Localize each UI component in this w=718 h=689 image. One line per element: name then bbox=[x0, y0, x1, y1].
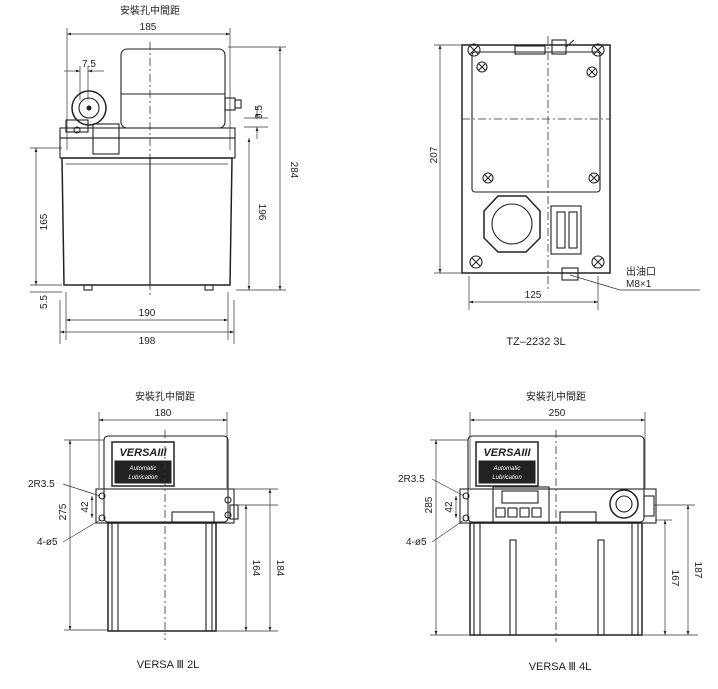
pump-top-view: 207 125 出油口 M8×1 TZ–2232 3L bbox=[429, 36, 700, 348]
dim-9-5: 9.5 bbox=[254, 105, 265, 119]
mounting-hole-spacing-label: 安裝孔中間距 bbox=[135, 390, 195, 403]
dim-190: 190 bbox=[139, 308, 156, 319]
top-cover bbox=[471, 51, 601, 193]
filler-cap bbox=[514, 45, 546, 55]
brand-label-plate bbox=[111, 441, 175, 487]
dim-42: 42 bbox=[80, 501, 91, 513]
dim-180: 180 bbox=[155, 408, 172, 419]
dim-5-5: 5.5 bbox=[39, 295, 50, 309]
oil-outlet-fitting bbox=[561, 267, 579, 281]
label-automatic: Automatic bbox=[493, 466, 521, 472]
oil-tank bbox=[61, 157, 233, 286]
lcd-display bbox=[501, 490, 539, 504]
motor-housing bbox=[120, 48, 226, 129]
panel-button bbox=[519, 507, 530, 518]
dim-275: 275 bbox=[58, 503, 69, 520]
dim-4-holes: 4-ø5 bbox=[406, 537, 427, 548]
side-fitting bbox=[643, 495, 655, 517]
panel-button bbox=[507, 507, 518, 518]
mounting-hole-spacing-label: 安裝孔中間距 bbox=[526, 390, 586, 403]
dim-184: 184 bbox=[274, 560, 285, 577]
dim-164: 164 bbox=[250, 560, 261, 577]
unit-head bbox=[103, 435, 229, 523]
model-caption-versa-4l: VERSA Ⅲ 4L bbox=[529, 661, 592, 673]
foot-right bbox=[204, 284, 214, 291]
versa-4l-view: 安裝孔中間距 250 VERSAIII Automatic Lubricatio… bbox=[398, 390, 703, 673]
dim-284: 284 bbox=[288, 162, 299, 179]
oil-window bbox=[483, 195, 541, 253]
dim-2r3-5: 2R3.5 bbox=[398, 474, 425, 485]
dim-4-holes: 4-ø5 bbox=[37, 537, 58, 548]
dim-207: 207 bbox=[429, 146, 440, 163]
oil-outlet-label: 出油口 bbox=[626, 265, 656, 278]
brand-logo: VERSAIII bbox=[483, 447, 531, 459]
dim-187: 187 bbox=[692, 562, 703, 579]
base-frame bbox=[461, 44, 611, 274]
label-lubrication: Lubrication bbox=[492, 475, 522, 481]
label-lubrication: Lubrication bbox=[128, 475, 158, 481]
dim-285: 285 bbox=[424, 496, 435, 513]
dim-42: 42 bbox=[444, 501, 455, 513]
brand-label-plate bbox=[475, 441, 539, 487]
oil-tank bbox=[107, 522, 217, 632]
dim-167: 167 bbox=[669, 570, 680, 587]
versa-2l-view: 安裝孔中間距 180 VERSAIII Automatic Lubricatio… bbox=[28, 390, 285, 671]
dim-165: 165 bbox=[39, 213, 50, 230]
mounting-plate bbox=[59, 127, 236, 139]
foot-left bbox=[83, 284, 93, 291]
control-panel bbox=[492, 486, 550, 524]
dim-125: 125 bbox=[525, 290, 542, 301]
dim-250: 250 bbox=[549, 408, 566, 419]
dim-198: 198 bbox=[139, 336, 156, 347]
pressure-gauge bbox=[71, 90, 107, 126]
dim-185: 185 bbox=[140, 22, 157, 33]
model-caption-versa-2l: VERSA Ⅲ 2L bbox=[137, 659, 200, 671]
oil-outlet-spec: M8×1 bbox=[626, 279, 652, 290]
pressure-gauge bbox=[609, 489, 639, 519]
dim-7-5: 7.5 bbox=[82, 59, 96, 70]
panel-button bbox=[531, 507, 542, 518]
model-caption-tz2232: TZ–2232 3L bbox=[506, 336, 565, 348]
dim-2r3-5: 2R3.5 bbox=[28, 479, 55, 490]
pump-front-view: 安裝孔中間距 185 7.5 9.5 bbox=[30, 4, 299, 347]
corner-screws bbox=[467, 43, 605, 269]
brand-logo: VERSAIII bbox=[119, 447, 167, 459]
switch-block bbox=[550, 205, 582, 255]
mounting-hole-spacing-label: 安裝孔中間距 bbox=[120, 4, 180, 17]
dim-196: 196 bbox=[256, 204, 267, 221]
panel-button bbox=[495, 507, 506, 518]
label-automatic: Automatic bbox=[129, 466, 157, 472]
